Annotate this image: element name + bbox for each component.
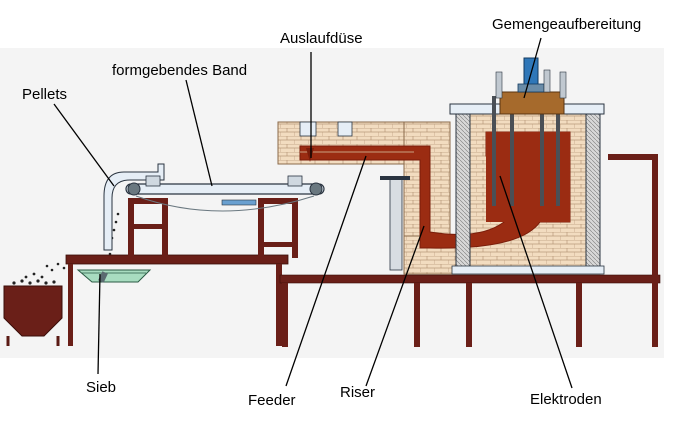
pellet-chute [103, 163, 165, 251]
leader-batch-prep [523, 37, 542, 99]
label-electrodes: Elektroden [530, 391, 602, 408]
leader-belt [185, 79, 213, 187]
leader-riser [365, 225, 425, 387]
sieve [76, 269, 152, 283]
leader-lines [53, 37, 573, 389]
label-sieve: Sieb [86, 379, 117, 396]
belt-stand [128, 198, 298, 258]
label-batch-prep: Gemengeaufbereitung [492, 16, 642, 33]
nozzle [299, 121, 353, 162]
label-pellets: Pellets [22, 86, 68, 103]
leader-electrodes [499, 175, 573, 389]
label-nozzle: Auslaufdüse [280, 30, 363, 47]
label-shaping-belt: formgebendes Band [112, 62, 248, 79]
shaping-belt [125, 175, 325, 212]
leader-pellets [53, 103, 115, 187]
leader-sieve [97, 273, 101, 375]
label-riser: Riser [340, 384, 376, 401]
electrodes [492, 96, 560, 206]
main-frame [279, 154, 661, 347]
label-feeder: Feeder [248, 392, 296, 409]
batch-preparation [495, 57, 567, 115]
pellet-bin [3, 272, 63, 346]
sieve-table [65, 254, 289, 346]
riser-support [380, 176, 410, 271]
leader-feeder [285, 155, 367, 387]
